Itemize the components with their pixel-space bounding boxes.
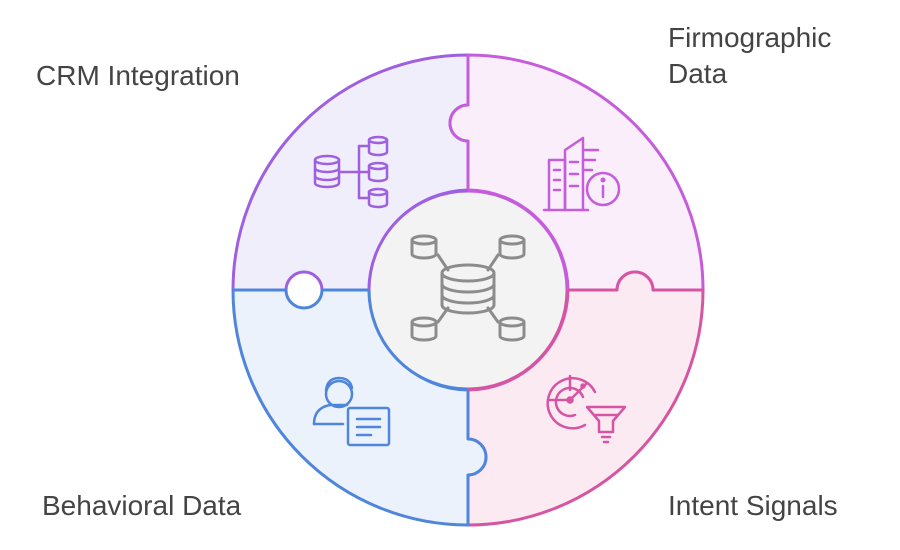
label-behavioral-data: Behavioral Data [42, 490, 242, 521]
label-intent-signals: Intent Signals [668, 490, 838, 521]
database-tree-icon [313, 135, 389, 209]
label-firmographic-line2: Data [668, 58, 728, 89]
center-ring-top-left [367, 189, 469, 291]
user-document-icon [312, 376, 391, 447]
center-ring-bottom-right [467, 289, 569, 391]
label-firmographic-line1: Firmographic [668, 22, 832, 53]
radar-funnel-icon [546, 374, 627, 444]
center-ring-top-right [467, 189, 569, 291]
building-info-icon [542, 136, 621, 212]
label-crm-integration: CRM Integration [36, 60, 240, 91]
label-firmographic-data: Firmographic Data [668, 20, 831, 92]
center-ring-bottom-left [367, 289, 469, 391]
central-database-network-icon [410, 234, 526, 342]
